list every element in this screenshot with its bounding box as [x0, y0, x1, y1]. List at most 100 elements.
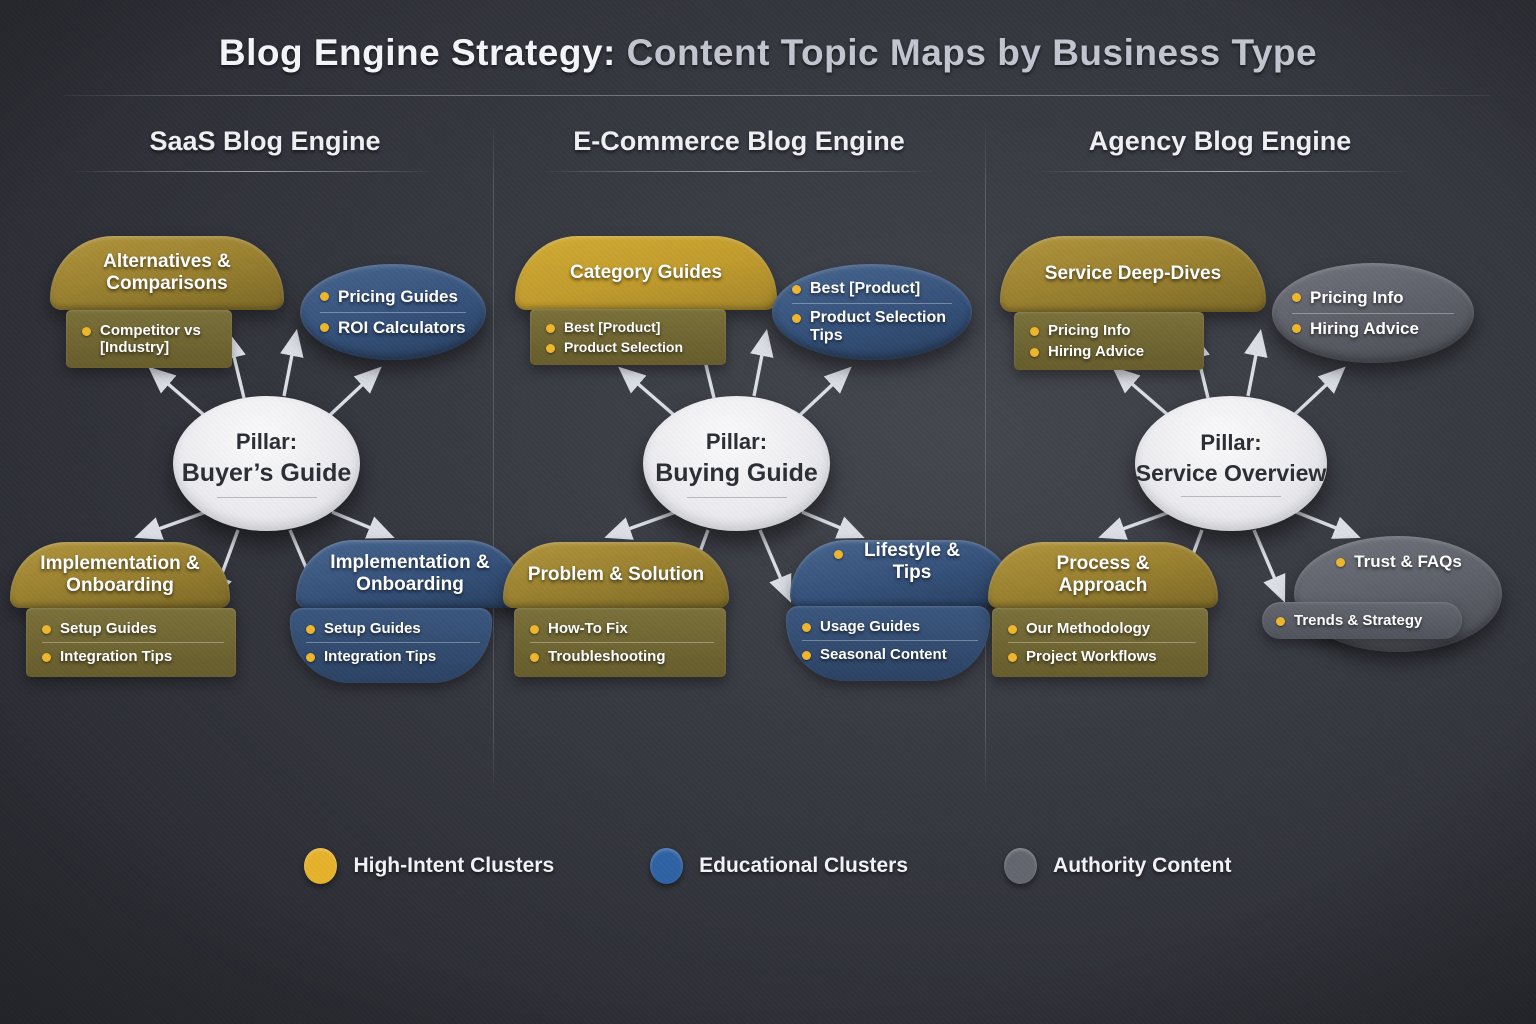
bullet-dot-icon: [1030, 327, 1039, 336]
cluster-item: Setup Guides: [60, 620, 157, 637]
cluster-title: Process & Approach: [1056, 552, 1150, 596]
agency-process-bubble: Process & Approach: [988, 542, 1218, 608]
saas-pricing-ellipse: Pricing Guides ROI Calculators: [300, 264, 486, 360]
bullet-dot-icon: [82, 327, 91, 336]
cluster-item: Project Workflows: [1026, 648, 1157, 665]
cluster-item: Competitor vs [Industry]: [100, 322, 201, 356]
saas-pillar: Pillar: Buyer’s Guide: [173, 396, 360, 531]
agency-trends-pill: Trends & Strategy: [1262, 602, 1462, 639]
cluster-item: Pricing Info: [1048, 322, 1131, 339]
legend-entry-high-intent: High-Intent Clusters: [304, 848, 554, 884]
ecom-problem-bubble: Problem & Solution: [503, 542, 729, 608]
bullet-dot-icon: [802, 651, 811, 660]
agency-deepdives-body: Pricing Info Hiring Advice: [1014, 312, 1204, 370]
bullet-dot-icon: [320, 322, 329, 332]
cluster-item: How-To Fix: [548, 620, 628, 637]
legend-label: Authority Content: [1053, 854, 1232, 877]
educational-dot-icon: [650, 848, 684, 884]
legend-label: High-Intent Clusters: [353, 854, 555, 877]
cluster-item: Usage Guides: [820, 618, 921, 635]
item-divider: [802, 640, 978, 641]
legend: High-Intent Clusters Educational Cluster…: [0, 848, 1536, 884]
ecom-lifestyle-bubble: Lifestyle & Tips: [790, 540, 1014, 606]
bullet-dot-icon: [802, 623, 811, 632]
item-divider: [1008, 642, 1196, 643]
cluster-item: Pricing Info: [1310, 287, 1404, 307]
pillar-underline: [686, 497, 787, 498]
high-intent-dot-icon: [304, 848, 338, 884]
pillar-label: Pillar:: [705, 429, 768, 454]
column-header-ecommerce: E-Commerce Blog Engine: [573, 126, 905, 156]
cluster-title: Trust & FAQs: [1354, 552, 1462, 571]
cluster-item: Best [Product]: [810, 279, 921, 297]
legend-entry-educational: Educational Clusters: [650, 848, 908, 884]
cluster-title: Problem & Solution: [527, 563, 705, 585]
ecom-lifestyle-body: Usage Guides Seasonal Content: [786, 606, 990, 681]
bullet-dot-icon: [834, 550, 843, 559]
bullet-dot-icon: [530, 625, 539, 634]
bullet-dot-icon: [1276, 617, 1285, 626]
cluster-item: Seasonal Content: [820, 646, 947, 663]
bullet-dot-icon: [42, 653, 51, 662]
cluster-title: Implementation & Onboarding: [40, 552, 200, 596]
bullet-dot-icon: [1336, 558, 1346, 567]
column-header-agency: Agency Blog Engine: [1088, 126, 1352, 156]
column-header-underline: [70, 171, 436, 172]
column-header-saas: SaaS Blog Engine: [149, 126, 381, 156]
agency-process-body: Our Methodology Project Workflows: [992, 608, 1208, 677]
cluster-title: Lifestyle & Tips: [863, 540, 961, 584]
cluster-title: Implementation & Onboarding: [330, 551, 490, 595]
column-divider: [985, 118, 986, 798]
ecom-pillar: Pillar: Buying Guide: [643, 396, 830, 531]
item-divider: [792, 302, 952, 304]
pillar-underline: [1181, 496, 1281, 497]
page-title-rest: Content Topic Maps by Business Type: [626, 32, 1318, 73]
column-header-underline: [1035, 171, 1411, 172]
bullet-dot-icon: [42, 625, 51, 634]
item-divider: [306, 642, 480, 643]
bullet-dot-icon: [1008, 653, 1017, 662]
item-divider: [42, 642, 224, 643]
agency-pillar: Pillar: Service Overview: [1135, 396, 1327, 531]
bullet-dot-icon: [1292, 323, 1301, 333]
agency-deepdives-bubble: Service Deep-Dives: [1000, 236, 1266, 312]
agency-pricing-ellipse: Pricing Info Hiring Advice: [1272, 263, 1474, 363]
bullet-dot-icon: [1008, 625, 1017, 634]
cluster-item: Product Selection Tips: [810, 308, 947, 344]
saas-implementation-right-bubble: Implementation & Onboarding: [296, 540, 524, 608]
page-title: Blog Engine Strategy: Content Topic Maps…: [0, 32, 1536, 74]
cluster-item: Our Methodology: [1026, 620, 1151, 637]
column-header-underline: [540, 171, 936, 172]
cluster-item: ROI Calculators: [338, 317, 466, 337]
cluster-title: Category Guides: [569, 261, 723, 283]
cluster-title: Service Deep-Dives: [1044, 262, 1222, 284]
pillar-label: Pillar:: [235, 429, 298, 454]
saas-implementation-left-bubble: Implementation & Onboarding: [10, 542, 230, 608]
item-divider: [1292, 312, 1454, 314]
saas-implementation-right-body: Setup Guides Integration Tips: [290, 608, 492, 683]
item-divider: [320, 311, 466, 313]
ecom-best-product-ellipse: Best [Product] Product Selection Tips: [772, 264, 972, 360]
cluster-title: Alternatives & Comparisons: [103, 250, 231, 294]
pillar-name: Buyer’s Guide: [181, 459, 352, 487]
cluster-item: Pricing Guides: [338, 286, 458, 306]
bullet-dot-icon: [1292, 292, 1301, 302]
cluster-item: Hiring Advice: [1310, 318, 1419, 338]
bullet-dot-icon: [320, 291, 329, 301]
bullet-dot-icon: [1030, 348, 1039, 357]
pillar-label: Pillar:: [1200, 430, 1262, 455]
cluster-item: Integration Tips: [60, 648, 173, 665]
ecom-category-bubble: Category Guides: [515, 236, 777, 310]
ecom-problem-body: How-To Fix Troubleshooting: [514, 608, 726, 677]
bullet-dot-icon: [306, 625, 315, 634]
legend-label: Educational Clusters: [699, 854, 909, 877]
cluster-item: Product Selection: [564, 339, 684, 355]
pillar-name: Buying Guide: [655, 459, 818, 487]
cluster-item: Hiring Advice: [1048, 343, 1145, 360]
column-divider: [493, 118, 494, 798]
item-divider: [530, 642, 714, 643]
bullet-dot-icon: [546, 344, 555, 353]
cluster-item: Setup Guides: [324, 620, 421, 637]
bullet-dot-icon: [306, 653, 315, 662]
legend-entry-authority: Authority Content: [1004, 848, 1232, 884]
